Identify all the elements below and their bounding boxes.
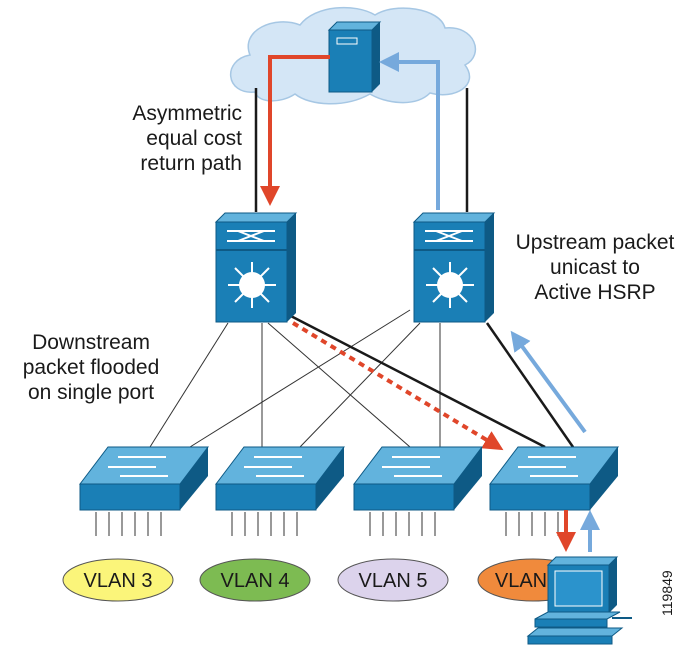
flooded-path-dotted-arrow bbox=[291, 321, 504, 451]
distribution-switch-left bbox=[214, 212, 298, 323]
upstream-blue-arrow bbox=[379, 52, 440, 210]
asymmetric-line-1: Asymmetric bbox=[132, 102, 242, 125]
vlan-3-label: VLAN 3 bbox=[84, 570, 153, 592]
downstream-line-3: on single port bbox=[27, 381, 155, 404]
uplinks-to-access bbox=[284, 311, 575, 449]
access-switch-2 bbox=[214, 446, 346, 536]
server-icon bbox=[327, 21, 382, 93]
upstream-line-3: Active HSRP bbox=[534, 281, 656, 304]
return-path-red-arrow bbox=[260, 55, 330, 206]
workstation-icon bbox=[526, 556, 632, 645]
distribution-switch-right bbox=[412, 212, 496, 323]
asymmetric-return-label: Asymmetric equal cost return path bbox=[122, 101, 242, 176]
downstream-packet-label: Downstream packet flooded on single port bbox=[8, 330, 174, 405]
asymmetric-line-2: equal cost bbox=[146, 127, 242, 150]
upstream-packet-label: Upstream packet unicast to Active HSRP bbox=[504, 230, 686, 305]
figure-id: 119849 bbox=[659, 570, 675, 616]
vlan-3: VLAN 3 bbox=[62, 558, 174, 602]
downstream-line-1: Downstream bbox=[32, 331, 150, 354]
vlan-5: VLAN 5 bbox=[337, 558, 449, 602]
upstream-line-1: Upstream packet bbox=[515, 231, 675, 254]
vlan-4: VLAN 4 bbox=[199, 558, 311, 602]
vlan-4-label: VLAN 4 bbox=[221, 570, 290, 592]
mesh-links bbox=[149, 309, 441, 448]
asymmetric-line-3: return path bbox=[140, 152, 242, 175]
uplink-lines bbox=[254, 88, 469, 212]
access-switch-1 bbox=[78, 446, 210, 536]
access-switch-3 bbox=[352, 446, 484, 536]
upstream-line-2: unicast to bbox=[550, 256, 640, 279]
host-arrows bbox=[556, 510, 600, 552]
vlan-5-label: VLAN 5 bbox=[359, 570, 428, 592]
vlan-6-label: VLAN bbox=[495, 570, 547, 592]
downstream-line-2: packet flooded bbox=[22, 356, 160, 379]
access-switch-4 bbox=[488, 446, 620, 536]
access-to-hsrp-blue-arrow bbox=[510, 330, 587, 434]
